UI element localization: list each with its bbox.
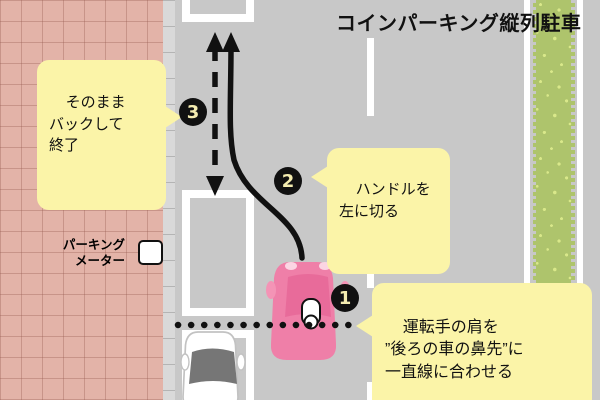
rear-parked-car [180, 331, 246, 400]
driver-car [266, 262, 350, 360]
reverse-curve-arrow [222, 32, 305, 261]
hedge-left-line [524, 0, 530, 400]
callout-2-tail [311, 166, 328, 188]
callout-2-bubble: ハンドルを 左に切る [311, 148, 450, 275]
callout-1-bubble: 運転手の肩を ”後ろの車の鼻先”に 一直線に合わせる [356, 283, 592, 400]
step-badge-1-number: 1 [338, 287, 352, 309]
curb-strip [163, 0, 175, 400]
step-badge-2: 2 [274, 167, 302, 195]
callout-2-text: ハンドルを 左に切る [339, 181, 431, 220]
page-title: コインパーキング縦列駐車 [336, 11, 582, 35]
straight-dashed-arrow [206, 32, 224, 196]
hedge-left-edge [531, 0, 536, 400]
step-badge-3: 3 [179, 98, 207, 126]
step-badge-1: 1 [331, 284, 359, 312]
callout-3-bubble: そのまま バックして 終了 [37, 60, 182, 210]
parking-meter-label: パーキング メーター [62, 238, 125, 269]
callout-3-tail [165, 106, 182, 128]
hedge-right-edge [571, 0, 576, 400]
parking-meter-icon [138, 240, 163, 265]
lane-dash-1 [367, 38, 374, 116]
callout-3-text: そのまま バックして 終了 [49, 94, 126, 154]
callout-1-text: 運転手の肩を ”後ろの車の鼻先”に 一直線に合わせる [385, 318, 524, 382]
step-badge-2-number: 2 [281, 170, 295, 192]
callout-1-tail [356, 315, 373, 337]
parking-bay-middle [182, 190, 254, 316]
step-badge-3-number: 3 [186, 101, 200, 123]
hedge-right-line [577, 0, 583, 400]
parking-bay-top [182, 0, 254, 22]
lane-dash-3 [367, 382, 374, 400]
